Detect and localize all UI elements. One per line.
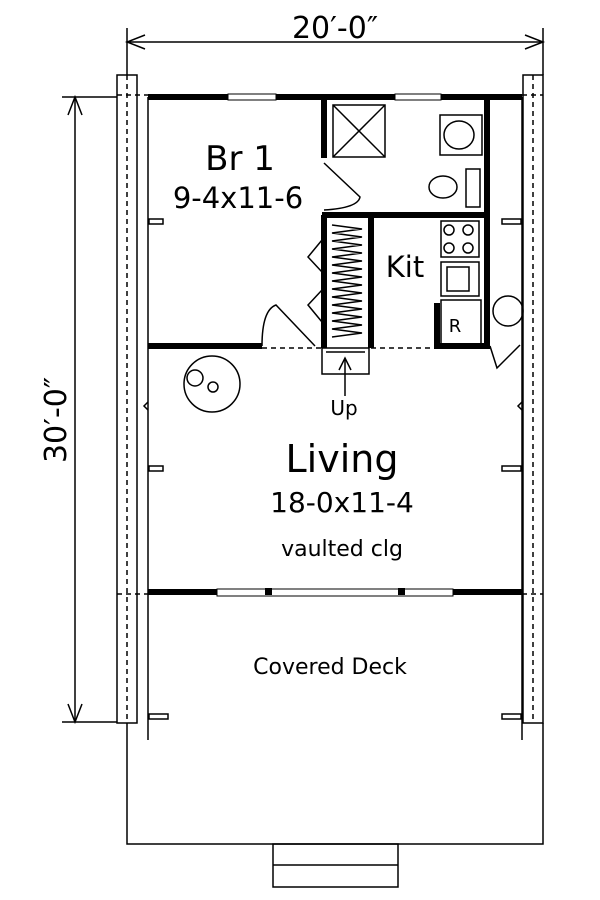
closet	[307, 215, 374, 348]
bedroom-name: Br 1	[205, 139, 275, 179]
side-door-icon	[489, 344, 521, 370]
kitchen-name: Kit	[386, 250, 424, 284]
deck-name: Covered Deck	[253, 655, 407, 680]
living-size: 18-0x11-4	[270, 486, 414, 519]
deck-outline	[126, 723, 544, 888]
width-dimension-label: 20′-0″	[292, 11, 378, 46]
bathroom	[321, 97, 490, 348]
width-dimension	[124, 28, 546, 75]
wall-markers	[142, 218, 523, 720]
stairs	[321, 347, 370, 396]
refrigerator-label: R	[449, 316, 462, 337]
top-windows	[227, 93, 442, 101]
interior-wall	[148, 295, 524, 370]
living-note: vaulted clg	[281, 537, 403, 562]
sliding-door-icon	[216, 588, 454, 597]
wood-stove-icon	[183, 355, 241, 413]
bathroom-door-icon	[323, 162, 361, 211]
sink-icon	[439, 114, 483, 156]
closet-door-icon	[307, 239, 323, 273]
closet-shelving-icon	[331, 224, 363, 338]
stove-icon	[440, 220, 480, 258]
bedroom-size: 9-4x11-6	[173, 181, 303, 215]
closet-door-icon	[307, 289, 323, 323]
water-heater-icon	[492, 295, 524, 327]
right-overhang	[522, 74, 544, 724]
exterior-walls	[117, 94, 543, 740]
deck-wall	[117, 588, 543, 597]
depth-dimension	[62, 94, 117, 725]
stairs-label: Up	[330, 396, 357, 420]
left-overhang	[116, 74, 138, 724]
depth-dimension-label: 30′-0″	[39, 377, 74, 463]
toilet-icon	[428, 168, 481, 208]
bedroom-door-icon	[261, 304, 316, 347]
living-name: Living	[286, 437, 399, 481]
kitchen-sink-icon	[440, 261, 480, 297]
shower-icon	[332, 104, 386, 158]
